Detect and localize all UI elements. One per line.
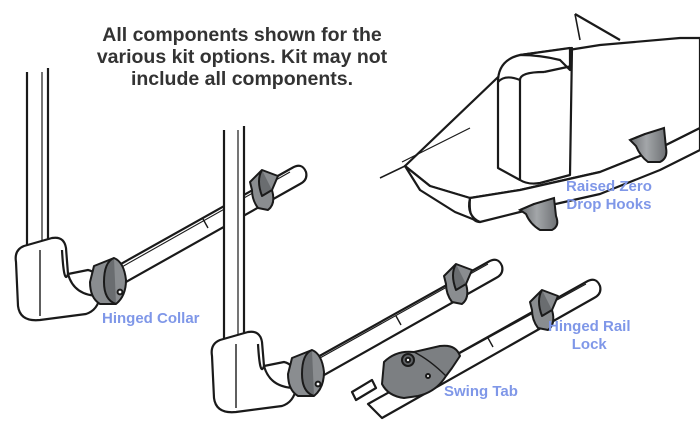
label-hinged-rail-lock-line-1: Hinged Rail [548, 318, 631, 335]
label-hinged-collar: Hinged Collar [102, 310, 200, 327]
label-raised-zero-drop-hooks-line-2: Drop Hooks [566, 196, 652, 213]
hinged-collar-left [89, 257, 127, 305]
kit-note-line-1: All components shown for the [102, 24, 382, 46]
label-raised-zero-drop-hooks: Raised Zero Drop Hooks [566, 178, 652, 214]
label-raised-zero-drop-hooks-line-1: Raised Zero [566, 178, 652, 195]
kit-note: All components shown for the various kit… [72, 24, 412, 90]
label-hinged-rail-lock: Hinged Rail Lock [548, 318, 631, 354]
hinged-collar-left-upper [249, 169, 279, 211]
raised-zero-drop-hook-front [517, 196, 559, 231]
swing-tab [381, 344, 461, 399]
kit-note-line-2: various kit options. Kit may not [96, 46, 388, 68]
hinged-collar-center [287, 349, 325, 397]
kit-note-line-3: include all components. [130, 68, 354, 90]
hinged-collar-center-upper [443, 263, 473, 305]
hinged-rail-lock [529, 289, 559, 331]
label-swing-tab: Swing Tab [444, 383, 518, 400]
left-pole-assembly [14, 68, 308, 322]
label-hinged-rail-lock-line-2: Lock [571, 336, 607, 353]
bed-corner [379, 13, 700, 224]
raised-zero-drop-hook-rear [628, 126, 668, 163]
